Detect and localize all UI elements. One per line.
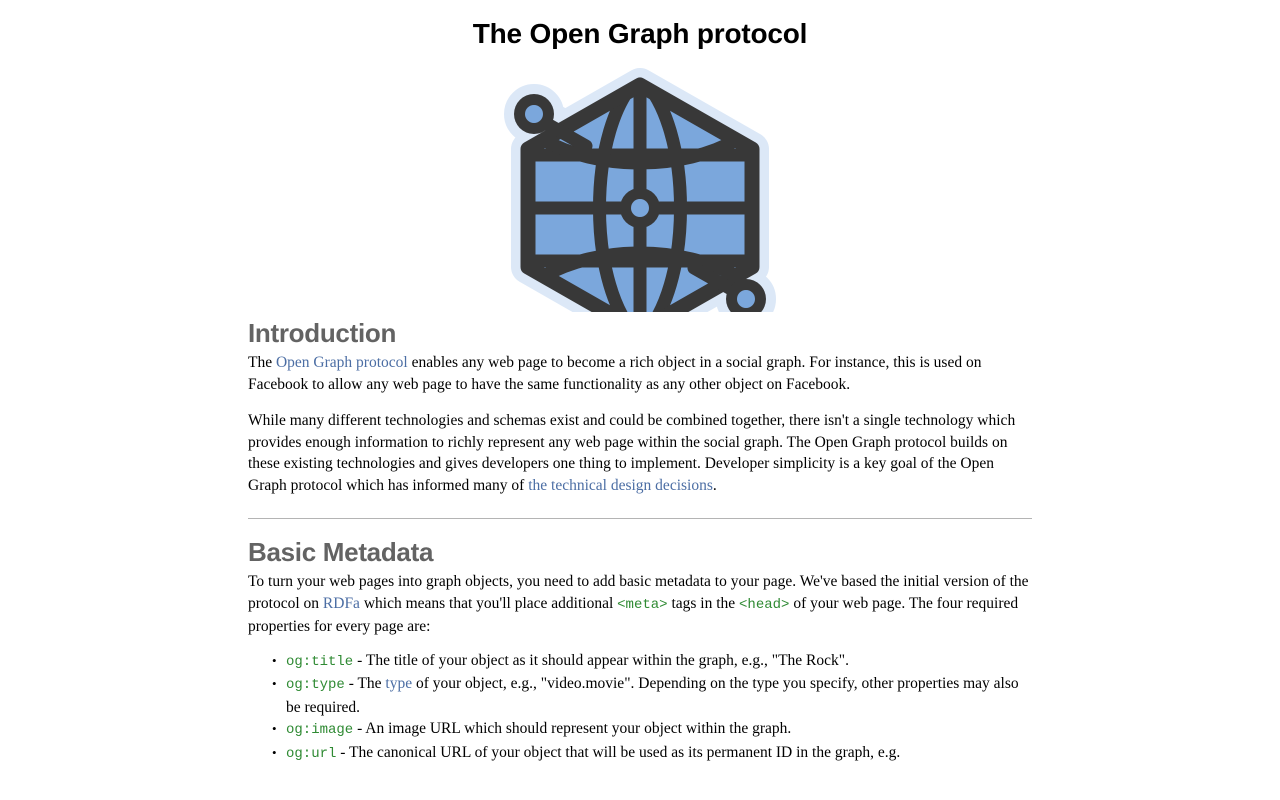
intro-paragraph-2: While many different technologies and sc… [248,412,1016,494]
inline-code: <meta> [617,596,668,613]
page-title: The Open Graph protocol [472,18,808,49]
required-properties-list: og:title - The title of your object as i… [248,650,1032,766]
property-description: - An image URL which should represent yo… [353,720,792,737]
inline-link[interactable]: the technical design decisions [528,476,713,494]
inline-code: <head> [739,596,790,613]
section-introduction: Introduction The Open Graph protocol ena… [248,318,1032,496]
logo-container [0,67,1280,312]
list-item: og:image - An image URL which should rep… [272,718,1032,742]
property-description: - The type of your object, e.g., "video.… [286,675,1019,716]
intro-paragraph-1: The Open Graph protocol enables any web … [248,354,982,393]
list-item: og:url - The canonical URL of your objec… [272,742,1032,766]
open-graph-logo-icon [504,68,776,312]
heading-introduction: Introduction [248,318,397,348]
inline-link[interactable]: RDFa [322,594,360,612]
property-name: og:image [286,722,354,738]
property-description: - The title of your object as it should … [353,651,849,669]
list-item: og:type - The type of your object, e.g.,… [272,673,1032,718]
section-basic-metadata: Basic Metadata To turn your web pages in… [248,537,1032,765]
inline-link[interactable]: Open Graph protocol [275,354,408,371]
logo-node-center [620,188,660,228]
logo-hexagon-outline [520,77,760,312]
property-description: - The canonical URL of your object that … [336,743,901,761]
section-divider [248,518,1032,519]
logo-node-top-left [514,94,554,134]
inline-link[interactable]: type [385,675,413,692]
heading-basic-metadata: Basic Metadata [248,537,434,567]
basic-metadata-paragraph: To turn your web pages into graph object… [248,573,1029,635]
property-name: og:url [286,745,337,762]
property-name: og:title [286,653,354,670]
property-name: og:type [286,677,345,693]
list-item: og:title - The title of your object as i… [272,650,1032,674]
logo-node-bottom-right [726,279,766,312]
main-content: Introduction The Open Graph protocol ena… [248,318,1032,765]
